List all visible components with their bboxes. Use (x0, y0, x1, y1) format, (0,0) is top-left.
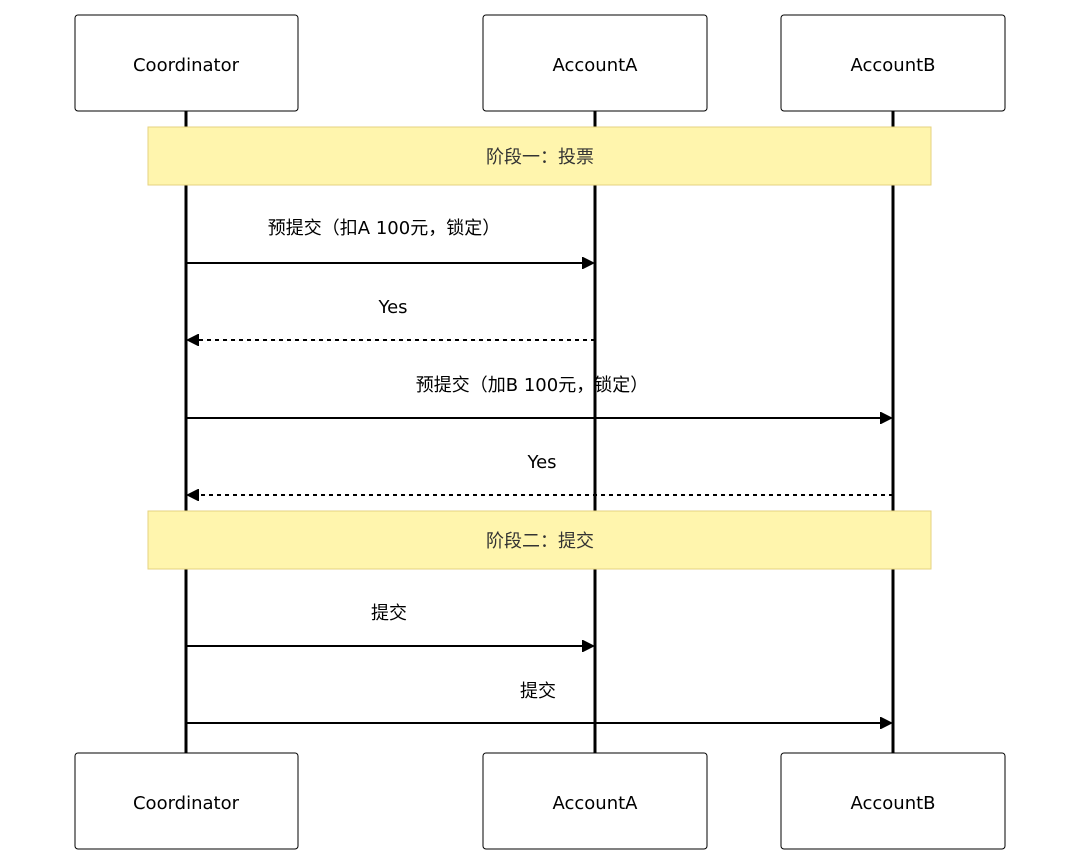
note-phase-two: 阶段二：提交 (147, 510, 932, 570)
message-yes-b: Yes (188, 452, 893, 495)
message-label: Yes (377, 297, 407, 318)
message-label: 提交 (371, 603, 407, 624)
message-yes-a: Yes (188, 297, 595, 340)
message-commit-b: 提交 (186, 681, 891, 723)
message-prepare-b: 预提交（加B 100元，锁定） (186, 375, 891, 418)
participant-top-coordinator: Coordinator (74, 14, 299, 112)
participant-label: AccountB (850, 55, 935, 76)
participant-label: Coordinator (133, 793, 240, 814)
note-label: 阶段一：投票 (486, 147, 594, 168)
participant-label: Coordinator (133, 55, 240, 76)
participant-top-accountA: AccountA (482, 14, 708, 112)
participant-bottom-accountB: AccountB (780, 752, 1006, 850)
participant-top-accountB: AccountB (780, 14, 1006, 112)
participant-label: AccountA (553, 55, 639, 76)
note-label: 阶段二：提交 (486, 531, 594, 552)
message-label: Yes (526, 452, 556, 473)
participant-bottom-accountA: AccountA (482, 752, 708, 850)
message-label: 预提交（扣A 100元，锁定） (268, 218, 500, 239)
participant-bottom-coordinator: Coordinator (74, 752, 299, 850)
note-phase-one: 阶段一：投票 (147, 126, 932, 186)
participant-label: AccountA (553, 793, 639, 814)
message-label: 提交 (520, 681, 556, 702)
message-prepare-a: 预提交（扣A 100元，锁定） (186, 218, 593, 263)
participant-label: AccountB (850, 793, 935, 814)
message-label: 预提交（加B 100元，锁定） (416, 375, 648, 396)
message-commit-a: 提交 (186, 603, 593, 646)
